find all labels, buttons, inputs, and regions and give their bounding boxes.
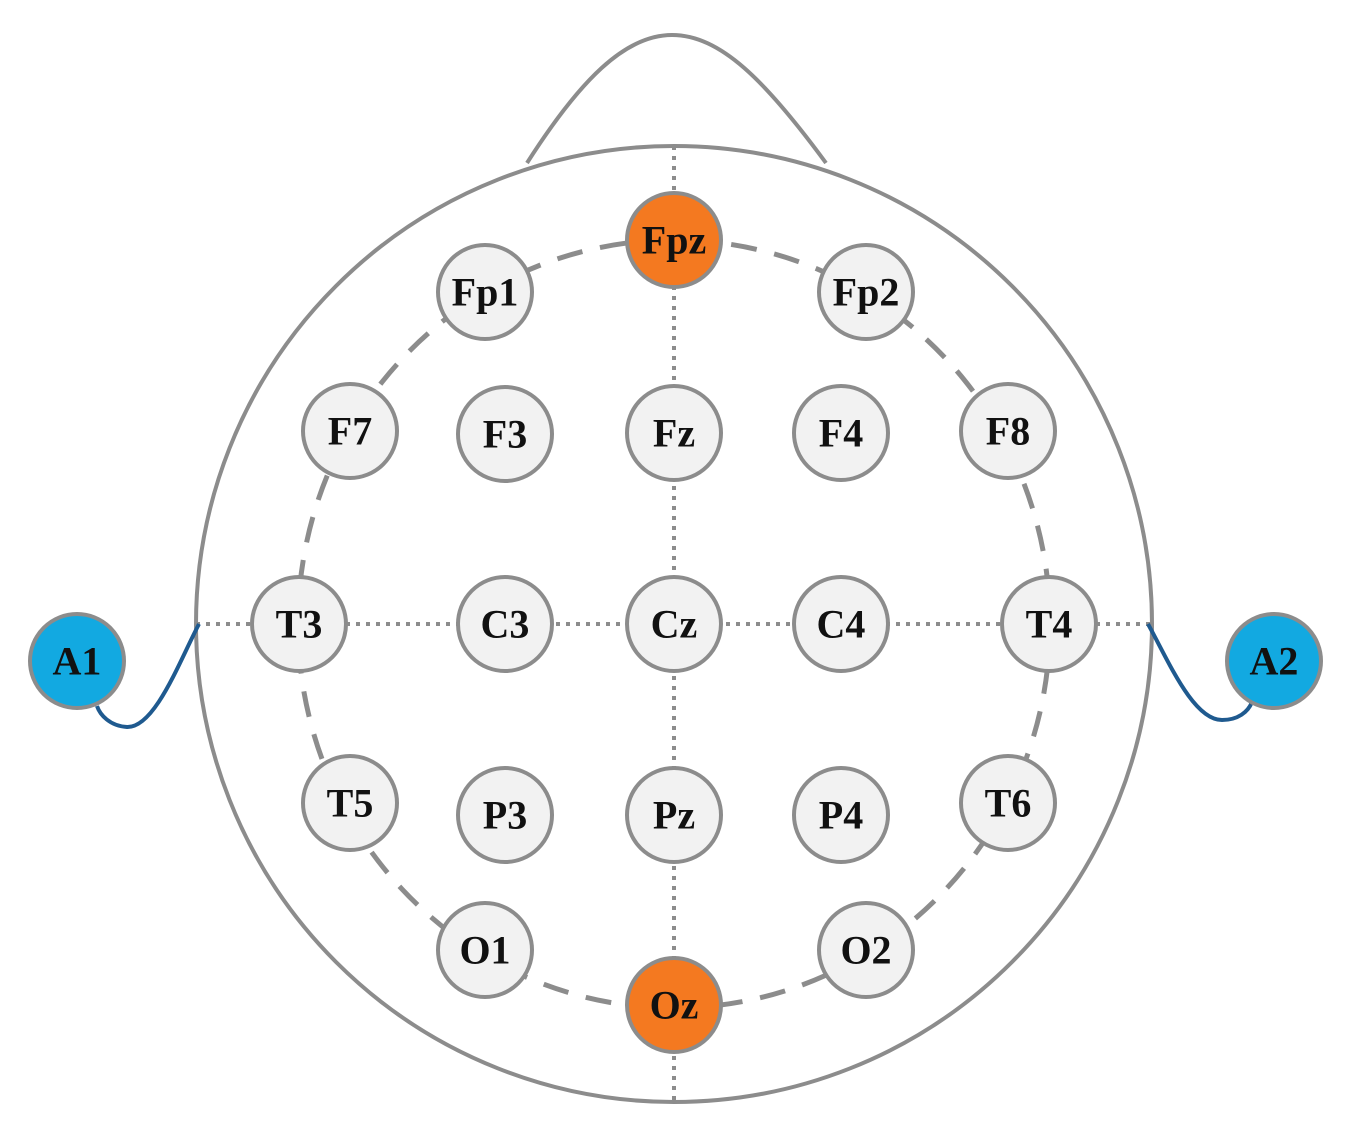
electrode-fp1-disc <box>436 243 534 341</box>
electrode-o1: O1 <box>436 901 534 999</box>
electrode-fp2-disc <box>817 243 915 341</box>
electrode-pz-disc <box>625 766 723 864</box>
electrode-t6-label: T6 <box>985 781 1032 826</box>
electrode-p4-label: P4 <box>819 793 863 838</box>
electrode-a1-label: A1 <box>53 639 102 684</box>
electrode-fz: Fz <box>625 384 723 482</box>
electrode-c3-disc <box>456 575 554 673</box>
electrode-cz-disc <box>625 575 723 673</box>
electrode-o1-disc <box>436 901 534 999</box>
electrode-a2-label: A2 <box>1250 639 1299 684</box>
electrode-fp2: Fp2 <box>817 243 915 341</box>
electrode-f3: F3 <box>456 385 554 483</box>
electrode-fpz-disc <box>625 191 723 289</box>
electrode-f7-disc <box>301 382 399 480</box>
electrode-c3: C3 <box>456 575 554 673</box>
electrode-p3: P3 <box>456 766 554 864</box>
electrode-pz-label: Pz <box>653 793 695 838</box>
electrode-t6-disc <box>959 754 1057 852</box>
electrode-f4-label: F4 <box>819 411 863 456</box>
electrode-o2-disc <box>817 901 915 999</box>
electrode-pz: Pz <box>625 766 723 864</box>
electrode-a2-disc <box>1225 612 1323 710</box>
electrode-cz-label: Cz <box>651 602 698 647</box>
electrode-c4: C4 <box>792 575 890 673</box>
electrode-c4-label: C4 <box>817 602 866 647</box>
electrode-t5-disc <box>301 754 399 852</box>
electrode-fz-label: Fz <box>653 411 695 456</box>
electrode-f7-label: F7 <box>328 409 372 454</box>
electrode-f8: F8 <box>959 382 1057 480</box>
electrode-c3-label: C3 <box>481 602 530 647</box>
electrode-f7: F7 <box>301 382 399 480</box>
electrode-oz-label: Oz <box>650 983 699 1028</box>
electrode-p3-disc <box>456 766 554 864</box>
electrode-f8-disc <box>959 382 1057 480</box>
electrode-a1-disc <box>28 612 126 710</box>
electrode-t4-label: T4 <box>1026 602 1073 647</box>
ear-wire-right <box>1146 623 1254 723</box>
electrode-o1-label: O1 <box>459 928 510 973</box>
electrode-a1: A1 <box>28 612 126 710</box>
electrode-t3: T3 <box>250 575 348 673</box>
electrode-fp1: Fp1 <box>436 243 534 341</box>
electrode-p4-disc <box>792 766 890 864</box>
electrode-oz-disc <box>625 956 723 1054</box>
electrode-f8-label: F8 <box>986 409 1030 454</box>
electrode-fpz-label: Fpz <box>642 218 706 263</box>
electrode-p3-label: P3 <box>483 793 527 838</box>
electrode-fz-disc <box>625 384 723 482</box>
electrode-c4-disc <box>792 575 890 673</box>
electrode-f3-label: F3 <box>483 412 527 457</box>
electrode-t5-label: T5 <box>327 781 374 826</box>
electrode-fp1-label: Fp1 <box>452 270 519 315</box>
electrode-f3-disc <box>456 385 554 483</box>
electrode-t6: T6 <box>959 754 1057 852</box>
head-nose <box>525 32 828 165</box>
electrode-f4: F4 <box>792 384 890 482</box>
electrode-cz: Cz <box>625 575 723 673</box>
electrode-t4: T4 <box>1000 575 1098 673</box>
electrode-o2-label: O2 <box>840 928 891 973</box>
electrode-t3-label: T3 <box>276 602 323 647</box>
ear-wire-left <box>95 623 201 730</box>
electrode-f4-disc <box>792 384 890 482</box>
electrode-a2: A2 <box>1225 612 1323 710</box>
electrode-p4: P4 <box>792 766 890 864</box>
electrode-fpz: Fpz <box>625 191 723 289</box>
electrode-t5: T5 <box>301 754 399 852</box>
electrode-oz: Oz <box>625 956 723 1054</box>
electrode-fp2-label: Fp2 <box>833 270 900 315</box>
electrode-t3-disc <box>250 575 348 673</box>
electrode-o2: O2 <box>817 901 915 999</box>
electrode-t4-disc <box>1000 575 1098 673</box>
